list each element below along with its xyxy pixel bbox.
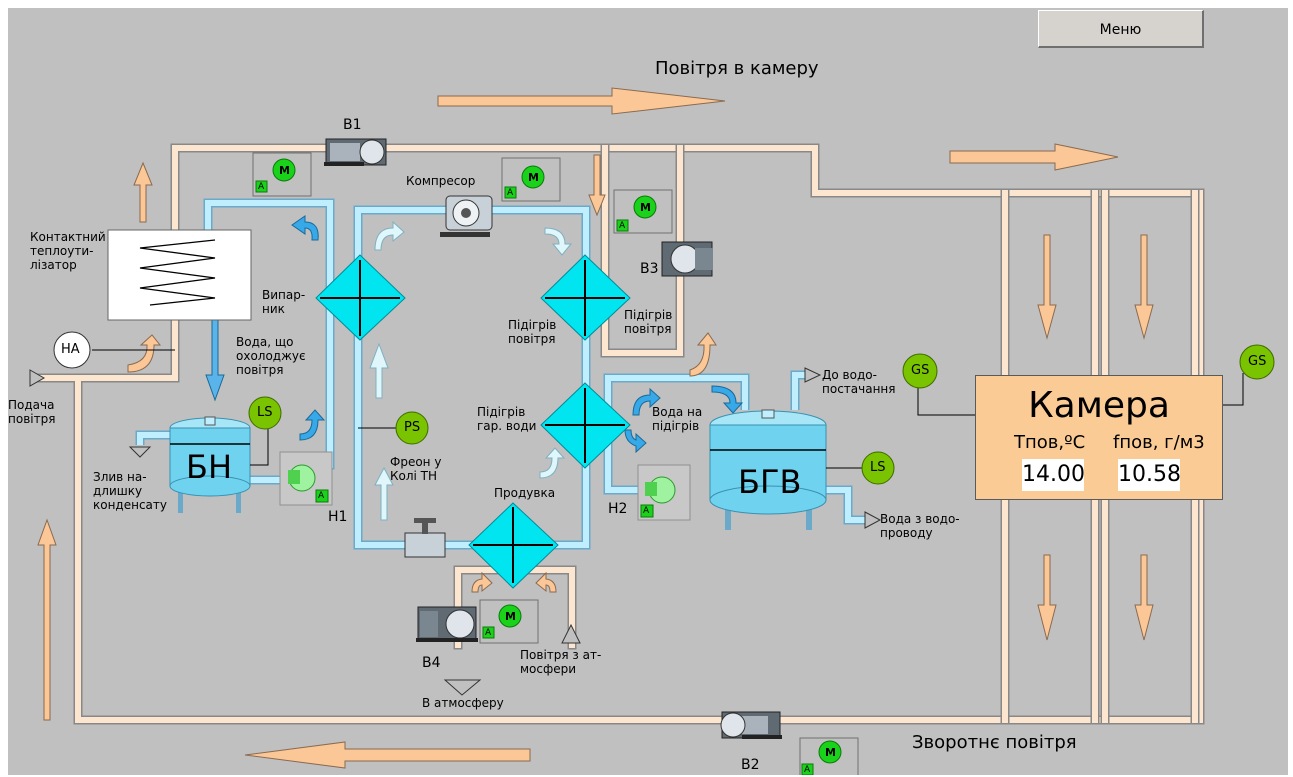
fan-b2-label: В2 <box>741 757 760 773</box>
tank-bgv-label: БГВ <box>738 463 802 501</box>
evaporator-label: Випар- ник <box>262 288 306 316</box>
tank-bn-shape <box>169 416 251 513</box>
sensor-gs2-label[interactable]: GS <box>1248 354 1267 369</box>
sensor-gs1-label[interactable]: GS <box>911 363 930 378</box>
fan-b1[interactable] <box>324 138 387 166</box>
sensor-circles <box>53 331 1275 485</box>
fan-b1-label: В1 <box>343 117 362 133</box>
chamber-humidity-value: 10.58 <box>1118 459 1181 491</box>
fan-b1-auto-label[interactable]: A <box>258 182 265 192</box>
freon-label: Фреон у Колі ТН <box>390 455 442 483</box>
pump-h2-auto-label[interactable]: A <box>643 506 650 516</box>
purge-label: Продувка <box>494 486 556 500</box>
pump-h1-auto-label[interactable]: A <box>318 491 325 501</box>
fan-b3-motor-label[interactable]: M <box>640 201 651 214</box>
chamber-humidity-label: fпов, г/м3 <box>1113 432 1205 453</box>
sensor-ls1-label[interactable]: LS <box>257 405 273 420</box>
sensor-ps-label[interactable]: PS <box>404 420 421 435</box>
fan-b4-label: В4 <box>422 655 441 671</box>
air-heat-2-label: Підігрів повітря <box>624 308 673 336</box>
menu-button[interactable]: Меню <box>1038 10 1204 48</box>
exchanger-evaporator <box>315 254 406 341</box>
terminators <box>29 367 882 696</box>
exchanger-purge <box>468 502 559 589</box>
fan-b1-motor-label[interactable]: M <box>279 164 290 177</box>
sensor-ls2-label[interactable]: LS <box>870 460 886 475</box>
pump-h1-label: Н1 <box>328 509 348 525</box>
compressor[interactable] <box>440 195 493 237</box>
air-intake-label: Подача повітря <box>8 398 56 426</box>
fan-b2[interactable] <box>720 711 782 739</box>
fan-b4-motor-label[interactable]: M <box>505 610 516 623</box>
sensor-ha-label[interactable]: НА <box>61 342 80 357</box>
water-from-main-label: Вода з водо- проводу <box>880 512 960 540</box>
motor-boxes <box>252 152 859 775</box>
fan-b4-auto-label[interactable]: A <box>485 628 492 638</box>
freon-flow-arrows <box>369 220 573 521</box>
water-for-heat-label: Вода на підігрів <box>652 405 703 433</box>
water-flow-arrows <box>205 215 744 454</box>
air-heat-1-label: Підігрів повітря <box>508 318 557 346</box>
drain-label: Злив на- длишку конденсату <box>93 470 168 512</box>
fan-b2-auto-label[interactable]: A <box>804 765 811 775</box>
tank-bn-label: БН <box>186 448 233 486</box>
supply-air-title: Повітря в камеру <box>655 58 819 79</box>
sensor-lines <box>92 349 1244 469</box>
return-air-title: Зворотнє повітря <box>912 732 1077 753</box>
fan-b3[interactable] <box>661 241 713 277</box>
chamber-temp-value: 14.00 <box>1022 459 1085 491</box>
chamber-title: Камера <box>1028 385 1170 426</box>
cooling-water-label: Вода, що охолоджує повітря <box>236 335 306 377</box>
to-atmosphere-label: В атмосферу <box>422 696 504 710</box>
fan-b3-auto-label[interactable]: A <box>619 221 626 231</box>
contact-recuperator <box>107 229 252 321</box>
fan-b2-motor-label[interactable]: M <box>825 746 836 759</box>
hot-water-heat-label: Підігрів гар. води <box>477 405 537 433</box>
pump-h2-label: Н2 <box>608 501 628 517</box>
air-flow-arrows <box>37 87 1154 769</box>
recuperator-label: Контактний теплоути- лізатор <box>30 230 106 272</box>
expansion-valve[interactable] <box>404 518 446 558</box>
to-water-supply-label: До водо- постачання <box>822 368 896 396</box>
tank-bgv-shape <box>709 409 827 530</box>
compressor-label: Компресор <box>406 174 476 188</box>
pump-h2[interactable] <box>637 464 691 521</box>
fan-b3-label: В3 <box>640 261 659 277</box>
compressor-auto-label[interactable]: A <box>507 188 514 198</box>
chamber-panel: Камера Тпов,ºС fпов, г/м3 14.00 10.58 <box>975 375 1223 500</box>
fan-b4[interactable] <box>416 606 478 642</box>
heat-exchangers <box>315 254 631 589</box>
exchanger-hot-water <box>540 382 631 469</box>
pump-h1[interactable] <box>279 451 333 506</box>
air-from-atm-label: Повітря з ат- мосфери <box>520 648 602 676</box>
compressor-motor-label[interactable]: M <box>528 171 539 184</box>
chamber-temp-label: Тпов,ºС <box>1014 432 1086 453</box>
exchanger-air-heat-1 <box>540 254 631 341</box>
